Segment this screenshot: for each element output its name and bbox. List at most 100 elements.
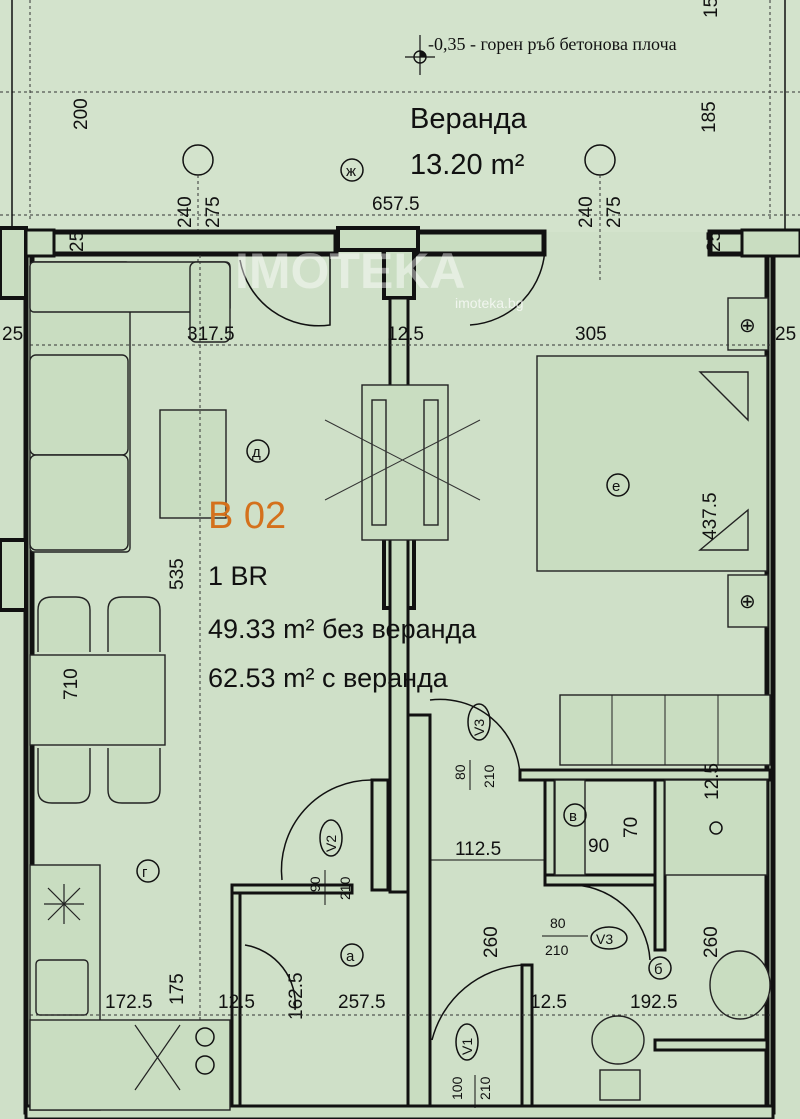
wall-column [740, 228, 800, 258]
unit-code: B 02 [208, 495, 286, 537]
dimension-label: 12.5 [387, 324, 424, 345]
kitchen-counter [29, 1019, 231, 1111]
bathroom-wall [518, 768, 772, 782]
door-tag-v1: V1 100 210 [449, 1023, 493, 1108]
room-marker-circle [136, 859, 160, 883]
hall-wall [370, 778, 390, 892]
door-swing [431, 964, 523, 1041]
bathroom-wall [543, 873, 665, 887]
veranda-area [0, 0, 800, 232]
door-swing [469, 244, 546, 326]
sink-icon [35, 959, 89, 1016]
dimension-label: 162.5 [286, 972, 307, 1020]
room-marker-circle [648, 956, 672, 980]
dimension-label: 25 [67, 231, 88, 252]
door-swing [280, 779, 373, 881]
unit-type: 1 BR [208, 561, 268, 591]
dimension-label: 12.5 [218, 992, 255, 1013]
washbasin [709, 950, 771, 1020]
door-swing [239, 255, 331, 327]
dimension-label: 275 [604, 196, 625, 228]
watermark-logo: IMOTEKA [235, 243, 466, 299]
dimension-label: 257.5 [338, 992, 386, 1013]
dimension-label: 240 [576, 196, 597, 228]
unit-area-with-veranda: 62.53 m² с веранда [208, 663, 449, 693]
wall-column [24, 228, 56, 258]
cabinet-cross [324, 419, 481, 501]
room-marker-b: б [654, 961, 663, 978]
hall-wall [230, 883, 354, 895]
svg-text:V3: V3 [471, 719, 487, 736]
room-marker-v: в [569, 808, 577, 825]
svg-text:80: 80 [550, 915, 566, 931]
svg-text:210: 210 [337, 876, 353, 900]
bathroom-wall [520, 963, 534, 1112]
bathroom-wall [653, 1038, 769, 1052]
svg-text:V1: V1 [459, 1038, 475, 1055]
dimension-label: 240 [175, 196, 196, 228]
door-tag-v3-top: V3 80 210 [452, 703, 497, 790]
dimension-label: 12.5 [702, 763, 723, 800]
room-marker-circle [246, 439, 270, 463]
dimension-label: 25 [775, 324, 796, 345]
watermark-site: imoteka.bg [455, 295, 523, 311]
pillow [698, 508, 749, 551]
door-tag-v2: V2 90 210 [307, 819, 353, 905]
level-marker [405, 35, 435, 75]
dimension-label: 25 [704, 231, 725, 252]
svg-text:210: 210 [477, 1076, 493, 1100]
dimension-label: 12.5 [530, 992, 567, 1013]
socket-icon: ⊕ [739, 591, 756, 613]
chair [37, 596, 91, 652]
cabinet-door [423, 399, 439, 526]
cabinet-door [371, 399, 387, 526]
wall-column [382, 248, 416, 300]
svg-text:210: 210 [481, 764, 497, 788]
room-marker-zh: ж [346, 163, 356, 180]
room-marker-circle [340, 943, 364, 967]
wall-column [0, 538, 28, 612]
hob-icon [134, 1024, 181, 1091]
door-swing [244, 944, 297, 1011]
shower-tray [664, 779, 768, 876]
dimension-label: 25 [2, 324, 23, 345]
bathroom-wall [653, 778, 667, 952]
burner-icon [195, 1027, 215, 1047]
svg-text:100: 100 [449, 1076, 465, 1100]
veranda-name: Веранда [410, 103, 528, 135]
unit-area-without-veranda: 49.33 m² без веранда [208, 614, 477, 644]
hall-wall [406, 713, 432, 1112]
room-marker-circle [563, 803, 587, 827]
utility-niche [554, 779, 586, 876]
shower-drain-icon [709, 821, 723, 835]
dimension-label: 192.5 [630, 992, 678, 1013]
room-marker-g: г [142, 864, 148, 881]
svg-text:80: 80 [452, 764, 468, 780]
veranda-area-label: 13.20 m² [410, 149, 525, 181]
door-swing [564, 884, 651, 961]
chair [107, 596, 161, 652]
room-marker-a: а [346, 948, 355, 965]
room-marker-d: д [252, 444, 261, 461]
dimension-label: 260 [481, 926, 502, 958]
svg-text:90: 90 [307, 876, 323, 892]
svg-text:V3: V3 [596, 931, 613, 947]
nightstand [727, 297, 769, 351]
dimension-label: 200 [71, 98, 92, 130]
burner-icon [195, 1055, 215, 1075]
chair [37, 748, 91, 804]
dimension-label: 172.5 [105, 992, 153, 1013]
dimension-label: 437.5 [700, 492, 721, 540]
coffee-table [159, 409, 227, 519]
svg-text:V2: V2 [323, 835, 339, 852]
room-marker-circle [606, 473, 630, 497]
room-marker-e: е [612, 478, 620, 495]
dimension-label: 70 [621, 817, 642, 838]
dimension-label: 15 [701, 0, 722, 18]
wall-column [336, 226, 420, 252]
chair [107, 748, 161, 804]
door-tag-v3-right: V3 80 210 [542, 915, 628, 958]
dimension-label: 90 [588, 836, 609, 857]
bathroom-wall [543, 778, 557, 887]
